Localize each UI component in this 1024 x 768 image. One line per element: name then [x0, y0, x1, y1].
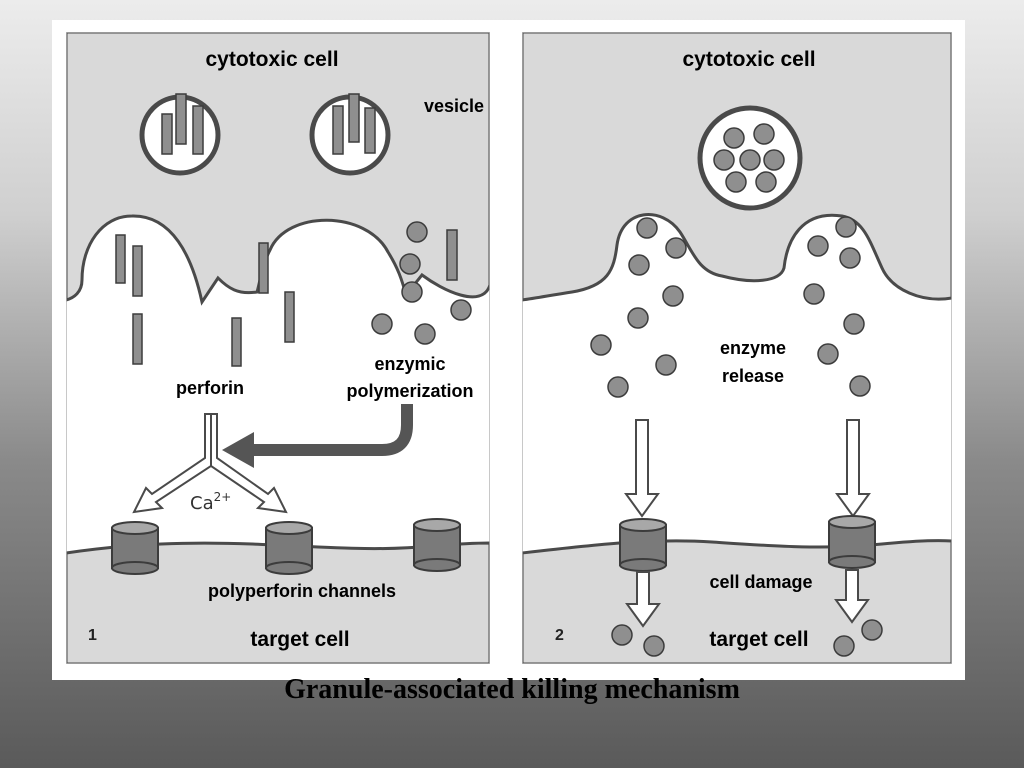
- vesicle-rods-right: [309, 93, 391, 176]
- vesicle-rods-left: [139, 93, 221, 176]
- polymerization-arrowhead: [222, 432, 254, 468]
- enzyme-granules-target: [611, 619, 883, 657]
- polymerization-label: polymerization: [346, 381, 473, 401]
- panel-1: cytotoxic cell vesicle perforin enzymic …: [66, 32, 490, 664]
- vesicle-balls: [697, 105, 803, 211]
- enzymic-label: enzymic: [374, 354, 445, 374]
- channel-left: [619, 518, 667, 572]
- panel-2-number: 2: [555, 627, 564, 644]
- polyperforin-channel-1: [111, 521, 159, 575]
- perforin-label-bg: [160, 372, 256, 400]
- channels-label: polyperforin channels: [208, 581, 396, 601]
- diagram: cytotoxic cell vesicle perforin enzymic …: [66, 32, 952, 664]
- polyperforin-channel-3: [413, 518, 461, 572]
- figure-card: cytotoxic cell vesicle perforin enzymic …: [52, 20, 965, 680]
- channel-right: [828, 515, 876, 569]
- panel-2-bottom-label: target cell: [709, 628, 808, 651]
- perforin-label: perforin: [176, 378, 244, 398]
- release-arrow-left: [624, 419, 660, 518]
- calcium-ion-label: Ca2+: [190, 490, 231, 514]
- release-label: release: [722, 366, 784, 386]
- polymerization-arrow: [248, 388, 413, 456]
- enzyme-granules-panel-1: [371, 221, 472, 345]
- figure-caption: Granule-associated killing mechanism: [284, 674, 740, 705]
- calcium-split-arrow: [210, 413, 288, 514]
- panel-1-number: 1: [88, 627, 97, 644]
- enzymic-label-bg: [334, 350, 490, 404]
- panel-2-top-label: cytotoxic cell: [682, 48, 815, 71]
- cell-damage-label: cell damage: [709, 572, 812, 592]
- perforin-rods: [115, 234, 295, 367]
- damage-arrow-right: [834, 569, 870, 624]
- release-label-bg: [710, 332, 796, 390]
- panel-1-bottom-label: target cell: [250, 628, 349, 651]
- polyperforin-channel-2: [265, 521, 313, 575]
- release-arrow-right: [835, 419, 871, 518]
- panel-2: cytotoxic cell enzyme release cell damag…: [522, 32, 952, 664]
- damage-arrow-left: [625, 571, 661, 628]
- vesicle-label: vesicle: [424, 96, 484, 116]
- enzyme-label: enzyme: [720, 338, 786, 358]
- enzyme-granules-panel-2: [590, 216, 871, 398]
- panel-1-top-label: cytotoxic cell: [205, 48, 338, 71]
